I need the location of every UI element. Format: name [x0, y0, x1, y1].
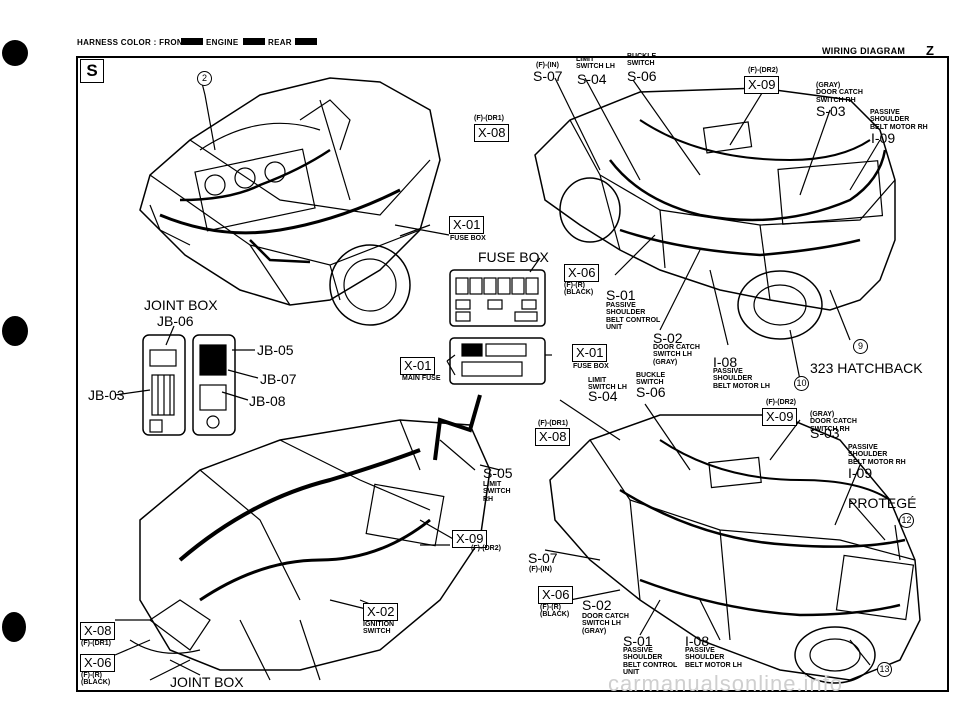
joint-box-title: JOINT BOX [144, 297, 218, 313]
x-02-box: X-02 [363, 603, 399, 621]
i-08-bottom-label: I-08 [685, 633, 710, 649]
s-07-top-connector: (F)-(IN) [536, 62, 559, 69]
i-08-top-label: I-08 [713, 354, 738, 370]
jb-07-label: JB-07 [260, 371, 297, 387]
x-01-top-box: X-01 [449, 216, 485, 234]
rear-color-swatch [295, 38, 317, 45]
jb-05-label: JB-05 [257, 342, 294, 358]
x-09-top-connector: (F)-(DR2) [748, 67, 778, 74]
dashboard-drawing [129, 394, 501, 681]
ref-circle-9: 9 [853, 339, 868, 354]
hatchback-title: 323 HATCHBACK [810, 360, 923, 376]
ref-circle-10: 10 [794, 376, 809, 391]
limit-switch-lh-mid: LIMIT SWITCH LH [588, 377, 627, 392]
x-06-top-connector: (F)-(R) (BLACK) [564, 282, 594, 297]
s-06-top-label: S-06 [627, 68, 657, 84]
x-06-top-box: X-06 [564, 264, 600, 282]
section-letter: Z [926, 43, 935, 58]
x-06-bottom-box: X-06 [538, 586, 574, 604]
buckle-switch-top: BUCKLE SWITCH [627, 53, 657, 68]
binder-hole-top [2, 40, 28, 66]
x-06-bottom-connector: (F)-(R) (BLACK) [540, 604, 570, 619]
passive-motor-rh-top: PASSIVE SHOULDER BELT MOTOR RH [870, 109, 928, 131]
fuse-box-drawing [446, 257, 552, 385]
s-04-top-label: S-04 [577, 71, 607, 87]
x-06-left-connector: (F)-(R) (BLACK) [81, 672, 111, 687]
s-02-bottom-label: S-02 [582, 597, 612, 613]
binder-hole-bottom [2, 612, 26, 642]
jb-08-label: JB-08 [249, 393, 286, 409]
x-08-mid-connector: (F)-(DR1) [538, 420, 568, 427]
jb-06-label: JB-06 [157, 313, 194, 329]
x-08-left-connector: (F)-(DR1) [81, 640, 111, 647]
door-catch-rh-top: (GRAY) DOOR CATCH SWITCH RH [816, 82, 863, 104]
section-box: S [80, 59, 104, 83]
x-09-dash-box: X-09 [452, 530, 488, 548]
s-03-mid-label: S-03 [810, 425, 840, 441]
x-01-mid-box: X-01 [572, 344, 608, 362]
wiring-diagram-title: WIRING DIAGRAM [822, 46, 906, 56]
x-08-top-box: X-08 [474, 124, 510, 142]
engine-label: ENGINE [206, 38, 239, 47]
hatchback-drawing [534, 77, 896, 381]
s-04-mid-label: S-04 [588, 388, 618, 404]
engine-color-swatch [243, 38, 265, 45]
s-01-bottom-label: S-01 [623, 633, 653, 649]
i-08-top-desc: PASSIVE SHOULDER BELT MOTOR LH [713, 368, 770, 390]
s-07-bottom-label: S-07 [528, 550, 558, 566]
x-08-left-box: X-08 [80, 622, 116, 640]
x-02-desc: IGNITION SWITCH [363, 621, 395, 636]
buckle-switch-mid: BUCKLE SWITCH [636, 372, 666, 387]
engine-bay-drawing [139, 74, 450, 326]
door-catch-rh-mid: (GRAY) DOOR CATCH SWITCH RH [810, 411, 857, 433]
fuse-box-title: FUSE BOX [478, 249, 549, 265]
i-09-mid-label: I-09 [848, 465, 873, 481]
s-02-top-label: S-02 [653, 330, 683, 346]
s-05-desc: LIMIT SWITCH RH [483, 481, 511, 503]
jb-03-label: JB-03 [88, 387, 125, 403]
front-color-swatch [181, 38, 203, 45]
s-02-bottom-desc: DOOR CATCH SWITCH LH (GRAY) [582, 613, 629, 635]
i-08-bottom-desc: PASSIVE SHOULDER BELT MOTOR LH [685, 647, 742, 669]
x-09-mid-connector: (F)-(DR2) [766, 399, 796, 406]
i-09-top-label: I-09 [871, 130, 896, 146]
ref-circle-12: 12 [899, 513, 914, 528]
passive-motor-rh-mid: PASSIVE SHOULDER BELT MOTOR RH [848, 444, 906, 466]
s-01-top-desc: PASSIVE SHOULDER BELT CONTROL UNIT [606, 302, 661, 332]
ref-circle-13: 13 [877, 662, 892, 677]
ref-circle-2: 2 [197, 71, 212, 86]
binder-hole-middle [2, 316, 28, 346]
s-03-top-label: S-03 [816, 103, 846, 119]
x-09-dash-connector: (F)-(DR2) [471, 545, 501, 552]
main-fuse-label: MAIN FUSE [402, 375, 441, 382]
x-09-top-box: X-09 [744, 76, 780, 94]
s-01-top-label: S-01 [606, 287, 636, 303]
s-07-bottom-connector: (F)-(IN) [529, 566, 552, 573]
x-08-top-connector: (F)-(DR1) [474, 115, 504, 122]
rear-label: REAR [268, 38, 292, 47]
joint-box-bottom-label: JOINT BOX [170, 674, 244, 690]
watermark: carmanualsonline.info [608, 671, 844, 696]
fuse-box-small-top: FUSE BOX [450, 235, 486, 242]
x-01-main-box: X-01 [400, 357, 436, 375]
s-01-bottom-desc: PASSIVE SHOULDER BELT CONTROL UNIT [623, 647, 678, 677]
s-06-mid-label: S-06 [636, 384, 666, 400]
limit-switch-lh-top: LIMIT SWITCH LH [576, 56, 615, 71]
diagram-frame [76, 56, 949, 692]
sedan-drawing [544, 399, 921, 684]
x-08-mid-box: X-08 [535, 428, 571, 446]
protege-title: PROTEGÉ [848, 495, 917, 511]
fuse-box-mid-label: FUSE BOX [573, 363, 609, 370]
x-06-left-box: X-06 [80, 654, 116, 672]
s-05-label: S-05 [483, 465, 513, 481]
s-07-top-label: S-07 [533, 68, 563, 84]
harness-color-label: HARNESS COLOR : FRONT [77, 38, 189, 47]
s-02-top-desc: DOOR CATCH SWITCH LH (GRAY) [653, 344, 700, 366]
joint-box-drawing [114, 325, 259, 436]
x-09-mid-box: X-09 [762, 408, 798, 426]
